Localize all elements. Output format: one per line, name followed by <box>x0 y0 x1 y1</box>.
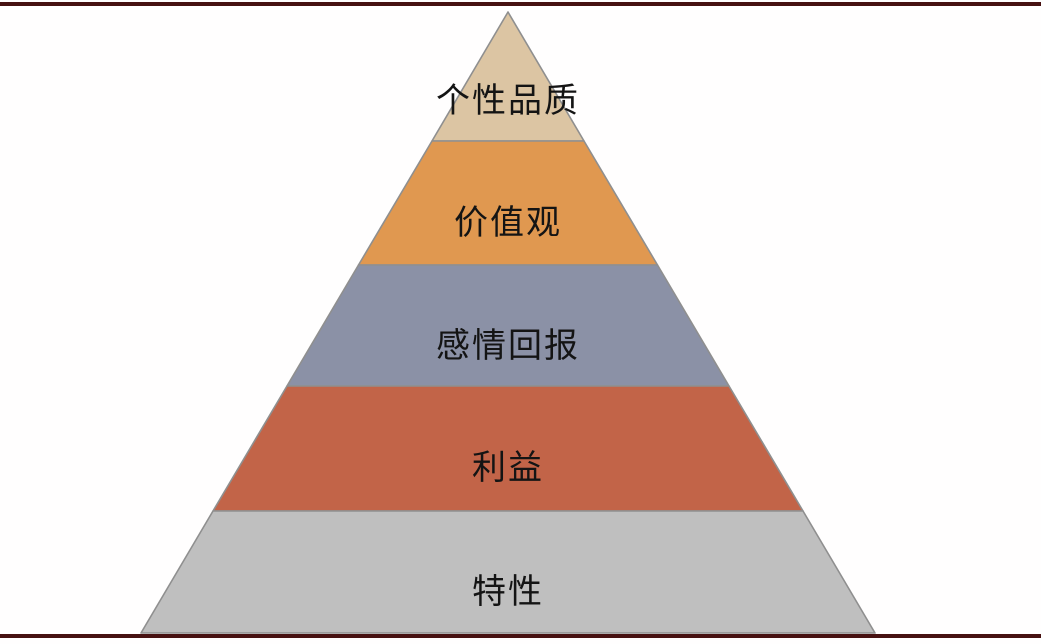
pyramid-level-1-shape <box>431 11 585 142</box>
pyramid-level-2-label: 价值观 <box>454 203 562 243</box>
pyramid-level-5-shape <box>140 510 876 634</box>
bottom-rule-line <box>0 634 1041 638</box>
pyramid-level-5-label: 特性 <box>472 572 544 612</box>
pyramid-level-1-label: 个性品质 <box>436 81 580 121</box>
top-rule-line <box>0 2 1041 6</box>
pyramid-level-3-label: 感情回报 <box>436 326 580 366</box>
pyramid-level-4-label: 利益 <box>472 448 544 488</box>
